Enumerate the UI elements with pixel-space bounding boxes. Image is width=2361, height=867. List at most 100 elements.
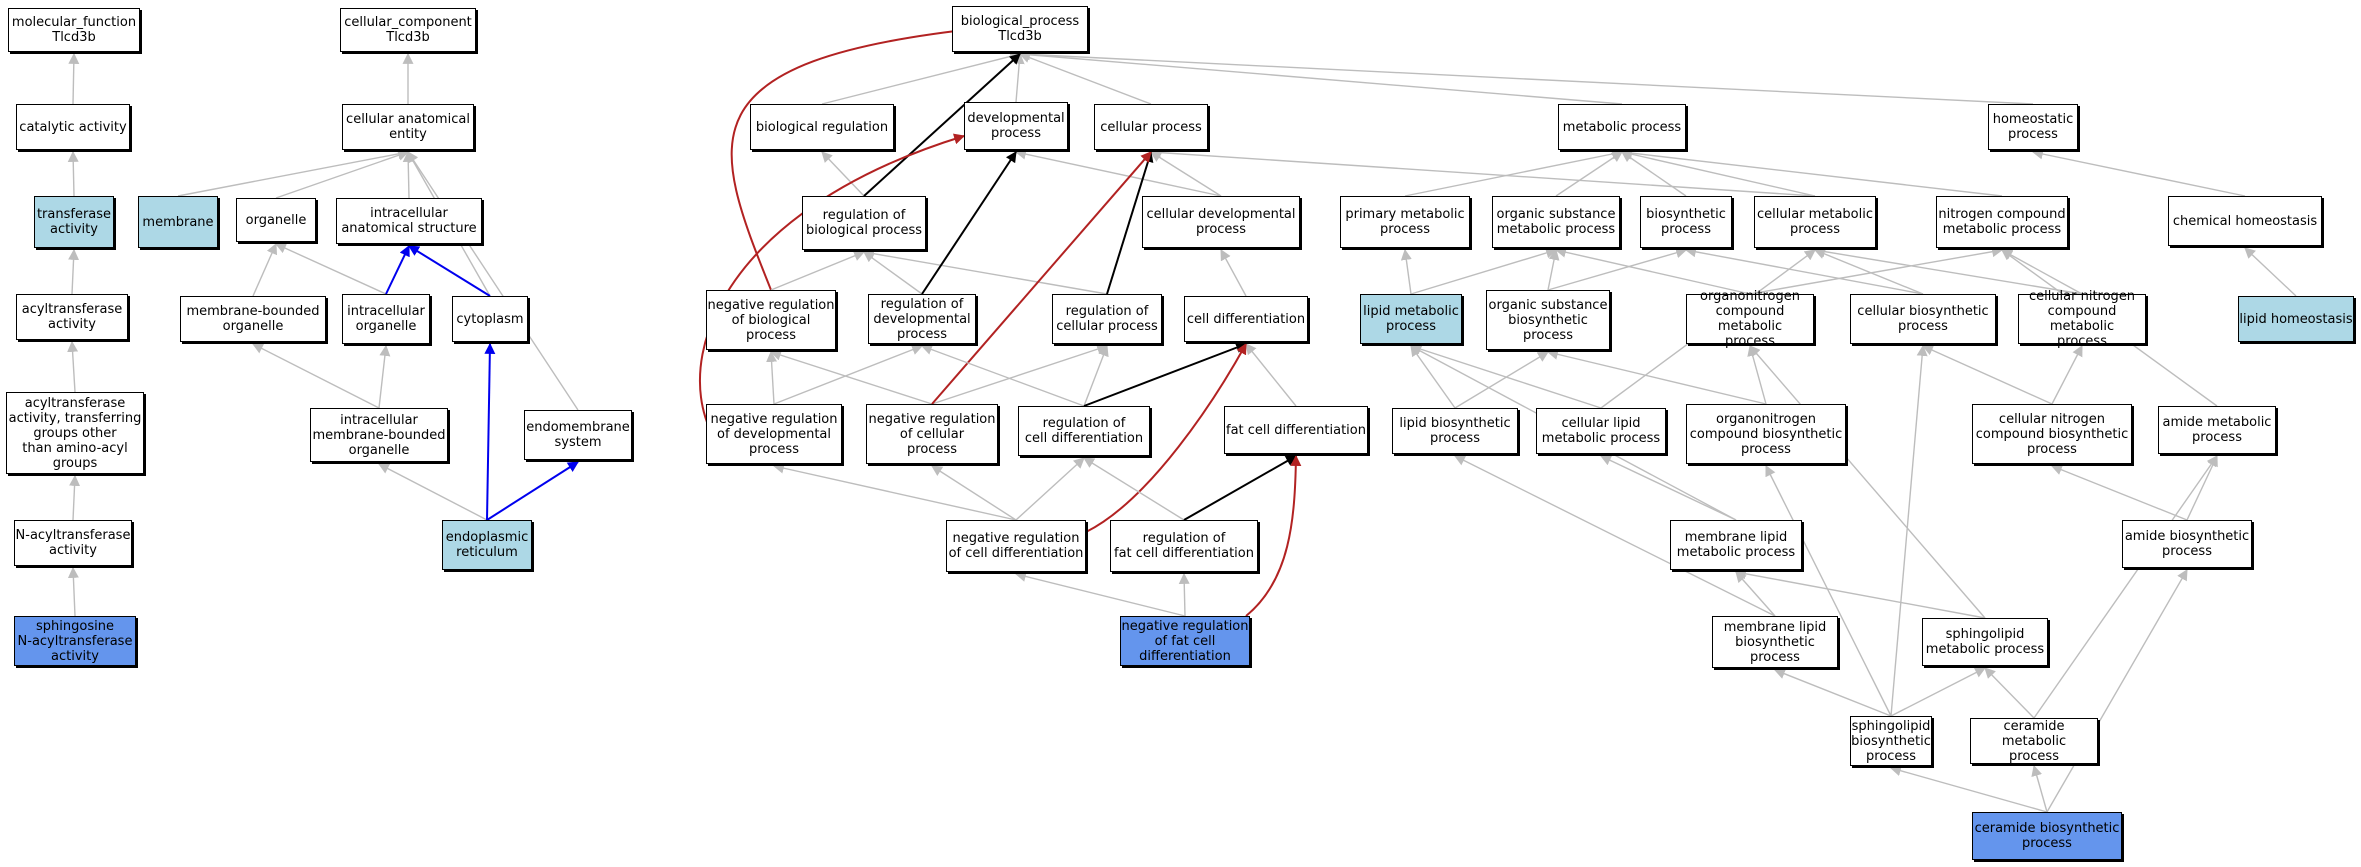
edge-osmp-to-mp: [1555, 151, 1623, 197]
edge-cd-to-cdp: [1220, 249, 1247, 297]
go-term-cae[interactable]: cellular anatomical entity: [342, 104, 474, 150]
go-term-mlmp[interactable]: membrane lipid metabolic process: [1670, 520, 1802, 570]
go-term-cncbp[interactable]: cellular nitrogen compound biosynthetic …: [1972, 404, 2132, 464]
edge-breg-to-bp: [821, 51, 1022, 105]
edge-cncbp-to-cbp: [1921, 345, 2053, 405]
go-term-smp[interactable]: sphingolipid metabolic process: [1922, 618, 2048, 666]
go-term-bp[interactable]: biological_process Tlcd3b: [952, 6, 1088, 52]
edge-ncmp-to-mp: [1620, 147, 2003, 197]
go-term-amp[interactable]: amide metabolic process: [2158, 406, 2276, 454]
edge-er-to-cyto: [484, 342, 496, 521]
edge-endo-to-cae: [407, 151, 579, 411]
edge-acyl2-to-acyl: [67, 340, 79, 393]
edge-cerbp-to-sbp: [1889, 765, 2048, 813]
go-term-er[interactable]: endoplasmic reticulum: [442, 520, 532, 570]
edge-cncbp-to-cncmp: [2051, 345, 2083, 405]
edge-pmp-to-mp: [1404, 148, 1624, 197]
go-term-oncmp[interactable]: organonitrogen compound metabolic proces…: [1686, 289, 1814, 349]
go-term-bios[interactable]: biosynthetic process: [1640, 196, 1732, 248]
edge-nrcp-to-nrbp: [769, 349, 933, 405]
go-term-cd[interactable]: cell differentiation: [1184, 296, 1308, 342]
edge-io-to-org: [274, 243, 387, 295]
edge-nrcd-to-rcd: [1015, 457, 1085, 521]
go-term-rcp[interactable]: regulation of cellular process: [1052, 294, 1162, 344]
edge-lmp-to-osmp: [1410, 247, 1558, 295]
edge-abp-to-amp: [2186, 455, 2218, 521]
go-term-acyl[interactable]: acyltransferase activity: [16, 294, 128, 340]
go-term-sph[interactable]: sphingosine N-acyltransferase activity: [14, 616, 136, 666]
go-term-cc[interactable]: cellular_component Tlcd3b: [340, 8, 476, 52]
go-term-rcd[interactable]: regulation of cell differentiation: [1018, 406, 1150, 456]
go-term-mbo[interactable]: membrane-bounded organelle: [180, 296, 326, 342]
go-term-rfcd[interactable]: regulation of fat cell differentiation: [1110, 520, 1258, 572]
edge-er-to-imbo: [378, 463, 488, 521]
go-term-endo[interactable]: endomembrane system: [524, 410, 632, 460]
edge-lmp-to-pmp: [1400, 248, 1412, 295]
go-term-lbp[interactable]: lipid biosynthetic process: [1392, 408, 1518, 454]
go-term-nrfcd[interactable]: negative regulation of fat cell differen…: [1120, 616, 1250, 666]
go-term-cdp[interactable]: cellular developmental process: [1142, 196, 1300, 248]
go-term-sbp[interactable]: sphingolipid biosynthetic process: [1850, 716, 1932, 766]
go-term-breg[interactable]: biological regulation: [750, 104, 894, 150]
go-term-org[interactable]: organelle: [236, 198, 316, 242]
edge-cmp-to-mp: [1620, 148, 1816, 197]
go-term-lmp[interactable]: lipid metabolic process: [1360, 294, 1462, 344]
edge-memb-to-cae: [177, 148, 410, 197]
go-term-clmp[interactable]: cellular lipid metabolic process: [1536, 408, 1666, 454]
edge-lbp-to-lmp: [1410, 345, 1456, 409]
edge-nrcd-to-nrcp: [931, 465, 1017, 521]
go-term-cmp[interactable]: cellular metabolic process: [1754, 196, 1876, 248]
go-term-fcd[interactable]: fat cell differentiation: [1224, 406, 1368, 454]
go-term-rdp[interactable]: regulation of developmental process: [868, 294, 976, 344]
go-term-acyl2[interactable]: acyltransferase activity, transferring g…: [6, 392, 144, 474]
go-term-rbp[interactable]: regulation of biological process: [802, 196, 926, 250]
go-term-trans[interactable]: transferase activity: [34, 196, 114, 248]
go-term-cncmp[interactable]: cellular nitrogen compound metabolic pro…: [2018, 289, 2146, 349]
edge-oncmp-to-ncmp: [1749, 246, 2004, 295]
go-term-imbo[interactable]: intracellular membrane-bounded organelle: [310, 408, 448, 462]
go-term-mp[interactable]: metabolic process: [1558, 104, 1686, 150]
go-term-oncbp[interactable]: organonitrogen compound biosynthetic pro…: [1686, 404, 1846, 464]
go-term-nrcp[interactable]: negative regulation of cellular process: [866, 404, 998, 464]
edge-lh-to-ch: [2244, 247, 2297, 297]
edge-io-to-ias: [385, 245, 410, 295]
go-term-ch[interactable]: chemical homeostasis: [2168, 196, 2322, 246]
go-term-cerbp[interactable]: ceramide biosynthetic process: [1972, 812, 2122, 860]
edge-rfcd-to-fcd: [1183, 455, 1297, 521]
edge-cp-to-bp: [1018, 52, 1152, 105]
edge-osbp-to-osmp: [1547, 248, 1560, 291]
edge-nrcd-to-cd: [1085, 343, 1247, 533]
edge-nrcp-to-rcp: [931, 343, 1109, 405]
go-term-cat[interactable]: catalytic activity: [16, 104, 130, 150]
go-term-cp[interactable]: cellular process: [1094, 104, 1208, 150]
edge-mp-to-bp: [1018, 49, 1623, 105]
go-term-pmp[interactable]: primary metabolic process: [1340, 196, 1470, 248]
edge-trans-to-cat: [67, 150, 79, 197]
go-term-abp[interactable]: amide biosynthetic process: [2122, 520, 2252, 568]
edge-osbp-to-bios: [1547, 247, 1688, 291]
go-term-nrcd[interactable]: negative regulation of cell differentiat…: [946, 520, 1086, 572]
go-term-osmp[interactable]: organic substance metabolic process: [1492, 196, 1620, 248]
go-term-io[interactable]: intracellular organelle: [342, 294, 430, 344]
go-term-hp[interactable]: homeostatic process: [1988, 104, 2078, 150]
edge-mlbp-to-lbp: [1454, 455, 1776, 617]
go-term-memb[interactable]: membrane: [138, 196, 218, 248]
go-term-cyto[interactable]: cytoplasm: [452, 296, 528, 342]
go-term-lh[interactable]: lipid homeostasis: [2238, 296, 2354, 342]
go-term-cermp[interactable]: ceramide metabolic process: [1970, 718, 2098, 764]
go-term-cbp[interactable]: cellular biosynthetic process: [1850, 294, 1996, 344]
go-term-ias[interactable]: intracellular anatomical structure: [336, 198, 482, 244]
edge-cerbp-to-cermp: [2031, 764, 2048, 813]
go-term-dev[interactable]: developmental process: [964, 102, 1068, 150]
go-term-mf[interactable]: molecular_function Tlcd3b: [8, 8, 140, 52]
go-term-nacyl[interactable]: N-acyltransferase activity: [14, 520, 132, 566]
go-term-ncmp[interactable]: nitrogen compound metabolic process: [1936, 196, 2068, 248]
edge-rbp-to-bp: [863, 53, 1021, 197]
go-term-nrbp[interactable]: negative regulation of biological proces…: [706, 290, 836, 350]
go-term-nrdp[interactable]: negative regulation of developmental pro…: [706, 404, 842, 464]
go-term-osbp[interactable]: organic substance biosynthetic process: [1486, 290, 1610, 350]
edge-smp-to-oncmp: [1749, 345, 1986, 619]
edge-rfcd-to-rcd: [1083, 457, 1185, 521]
go-term-mlbp[interactable]: membrane lipid biosynthetic process: [1712, 616, 1838, 668]
